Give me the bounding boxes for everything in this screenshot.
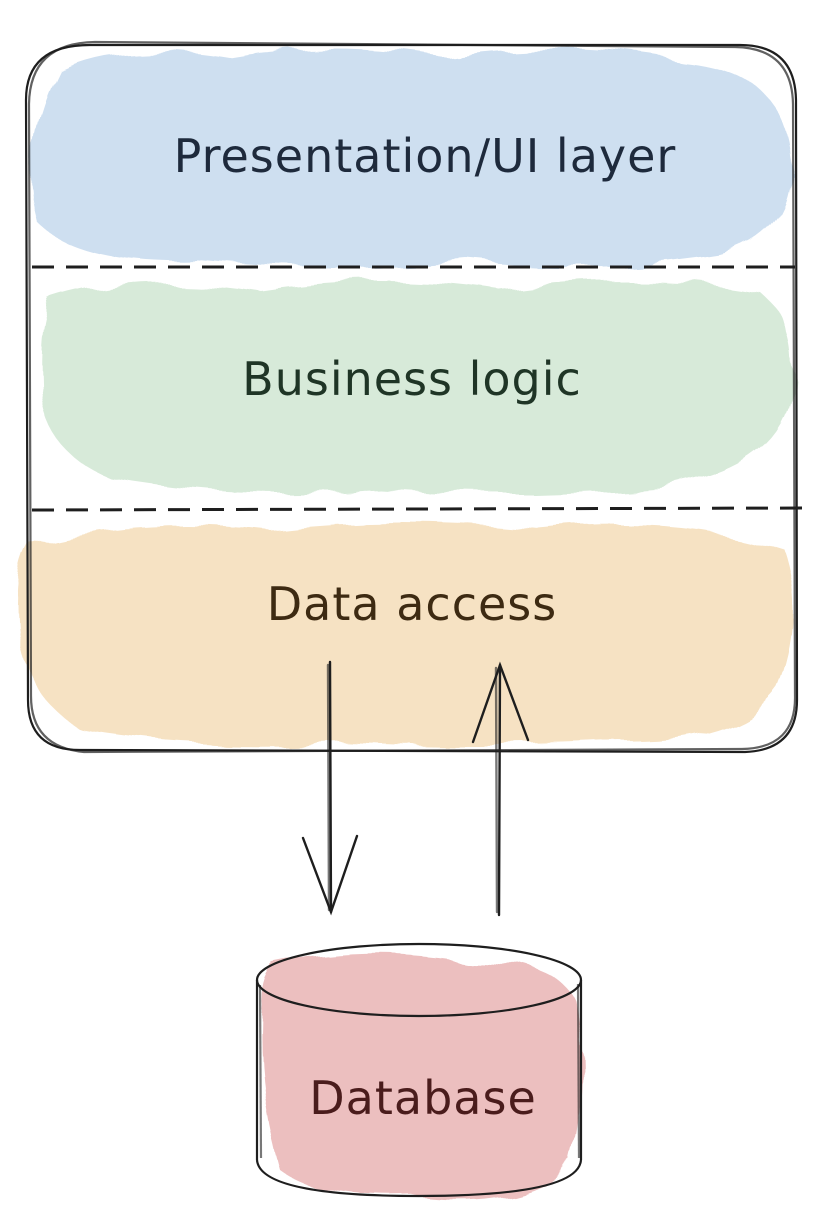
- presentation-layer-fill: [33, 48, 792, 269]
- presentation-layer: Presentation/UI layer: [33, 48, 792, 269]
- database-label: Database: [309, 1071, 537, 1125]
- database: Database: [255, 942, 583, 1198]
- business-logic-fill: [39, 280, 794, 495]
- application-container: [24, 40, 799, 754]
- up-arrow: [471, 661, 530, 917]
- business-logic-label: Business logic: [242, 352, 582, 406]
- down-arrow: [301, 660, 359, 916]
- database-cylinder-outline: [255, 942, 583, 1198]
- presentation-layer-label: Presentation/UI layer: [174, 129, 677, 183]
- data-access-fill: [17, 522, 796, 746]
- divider-business-data: [31, 506, 806, 512]
- database-fill: [260, 954, 582, 1197]
- data-access-label: Data access: [267, 577, 557, 631]
- data-access-layer: Data access: [17, 522, 796, 746]
- business-logic-layer: Business logic: [39, 280, 794, 495]
